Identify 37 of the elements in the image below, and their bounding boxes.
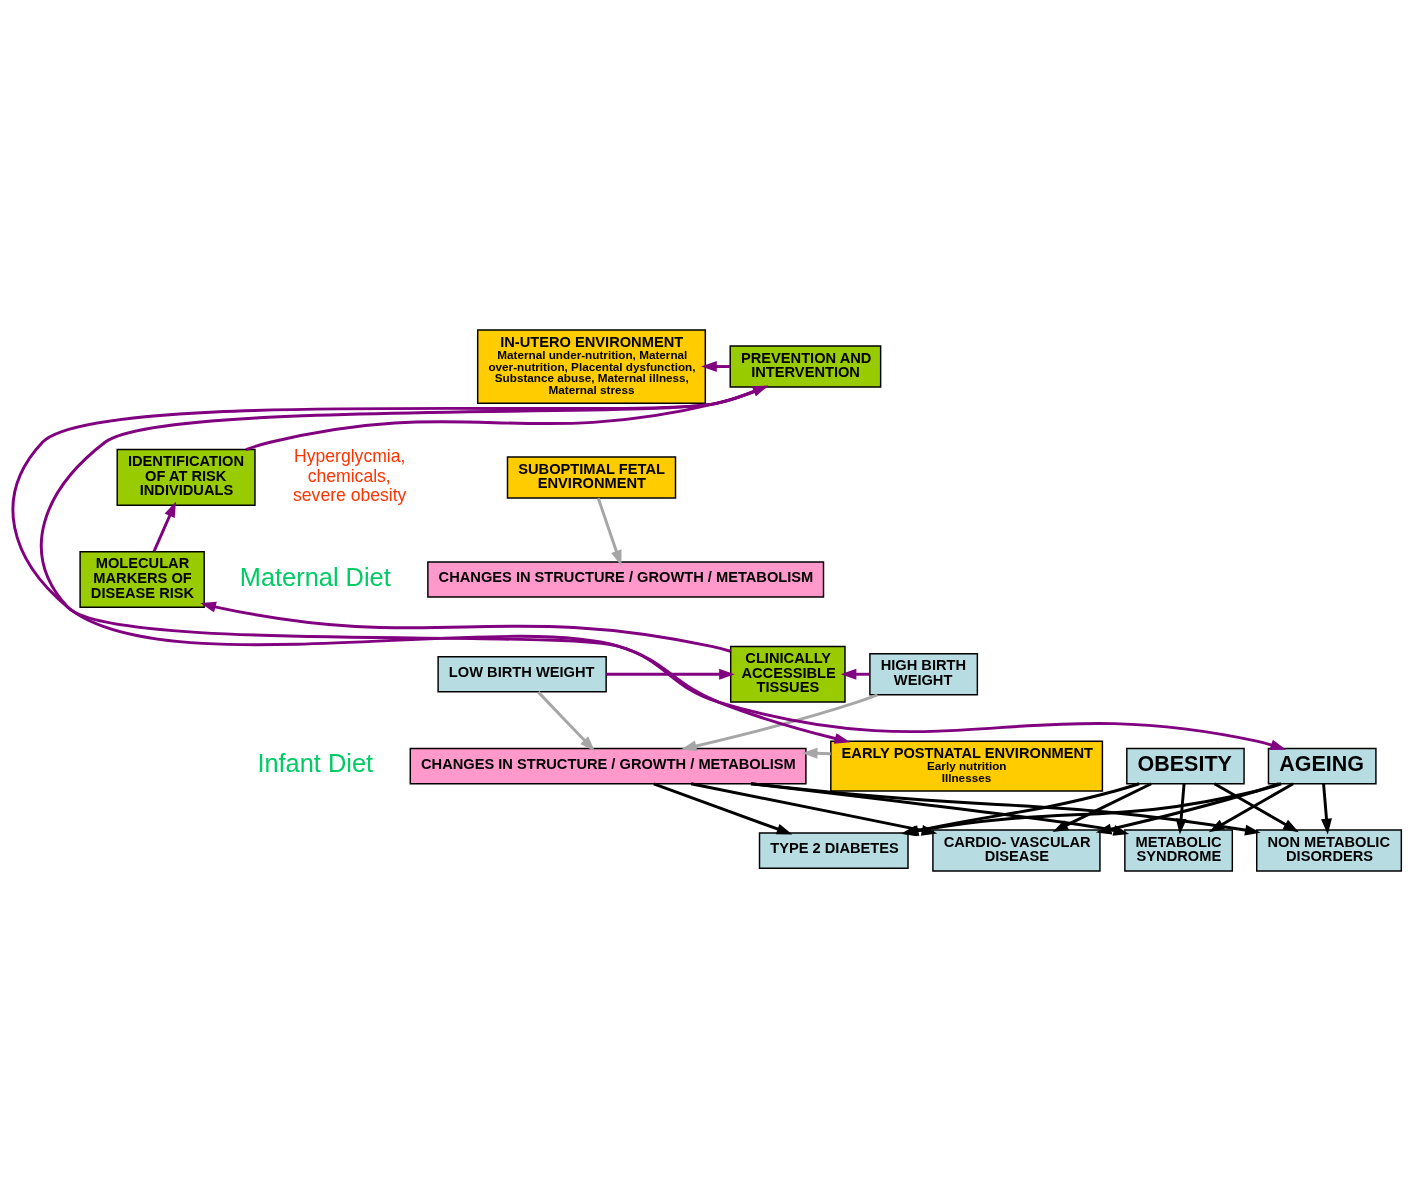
- arrow: [1321, 783, 1332, 834]
- node-box: PREVENTION AND INTERVENTION: [729, 344, 882, 388]
- arrow: [840, 668, 870, 680]
- node-box: MOLECULAR MARKERS OF DISEASE RISK: [79, 550, 205, 608]
- node-box: TYPE 2 DIABETES: [758, 831, 909, 869]
- arrow: [606, 668, 735, 680]
- arrow: [596, 497, 622, 566]
- arrow: [1052, 781, 1152, 832]
- label: Hyperglycmia, chemicals, severe obesity: [293, 445, 407, 505]
- node-box: NON METABOLIC DISORDERS: [1256, 828, 1403, 872]
- node-box: LOW BIRTH WEIGHT: [437, 655, 607, 693]
- label: Infant Diet: [257, 748, 374, 777]
- node-box: CHANGES IN STRUCTURE / GROWTH / METABOLISM: [409, 747, 807, 784]
- node-box: SUBOPTIMAL FETAL ENVIRONMENT: [506, 455, 677, 499]
- arrow: [1175, 783, 1187, 834]
- node-box: CHANGES IN STRUCTURE / GROWTH / METABOLISM: [427, 560, 825, 598]
- arrow: [653, 781, 793, 834]
- arrow: [801, 747, 831, 759]
- label: Maternal Diet: [239, 562, 391, 591]
- node-box: METABOLIC SYNDROME: [1124, 828, 1234, 872]
- node-box: HIGH BIRTH WEIGHT: [869, 652, 979, 695]
- arrow: [537, 690, 596, 751]
- node-box: EARLY POSTNATAL ENVIRONMENT Early nutrition Illnesses: [830, 739, 1104, 792]
- node-box: IN-UTERO ENVIRONMENT Maternal under-nutrition, Maternal over-nutrition, Placental dysfunction, Substance abuse, Maternal illness, Maternal stress: [476, 328, 707, 404]
- arrow: [701, 360, 731, 372]
- arrow: [200, 601, 731, 653]
- node-box: OBESITY: [1126, 747, 1245, 784]
- arrow: [152, 500, 176, 552]
- node-box: CLINICALLY ACCESSIBLE TISSUES: [729, 645, 846, 703]
- arrow: [12, 385, 1287, 750]
- node-box: IDENTIFICATION OF AT RISK INDIVIDUALS: [116, 448, 256, 506]
- arrow: [245, 385, 769, 451]
- arrow: [680, 692, 878, 751]
- arrow: [40, 385, 851, 744]
- arrow: [1095, 781, 1280, 834]
- node-box: AGEING: [1267, 747, 1377, 784]
- node-box: CARDIO- VASCULAR DISEASE: [932, 828, 1101, 872]
